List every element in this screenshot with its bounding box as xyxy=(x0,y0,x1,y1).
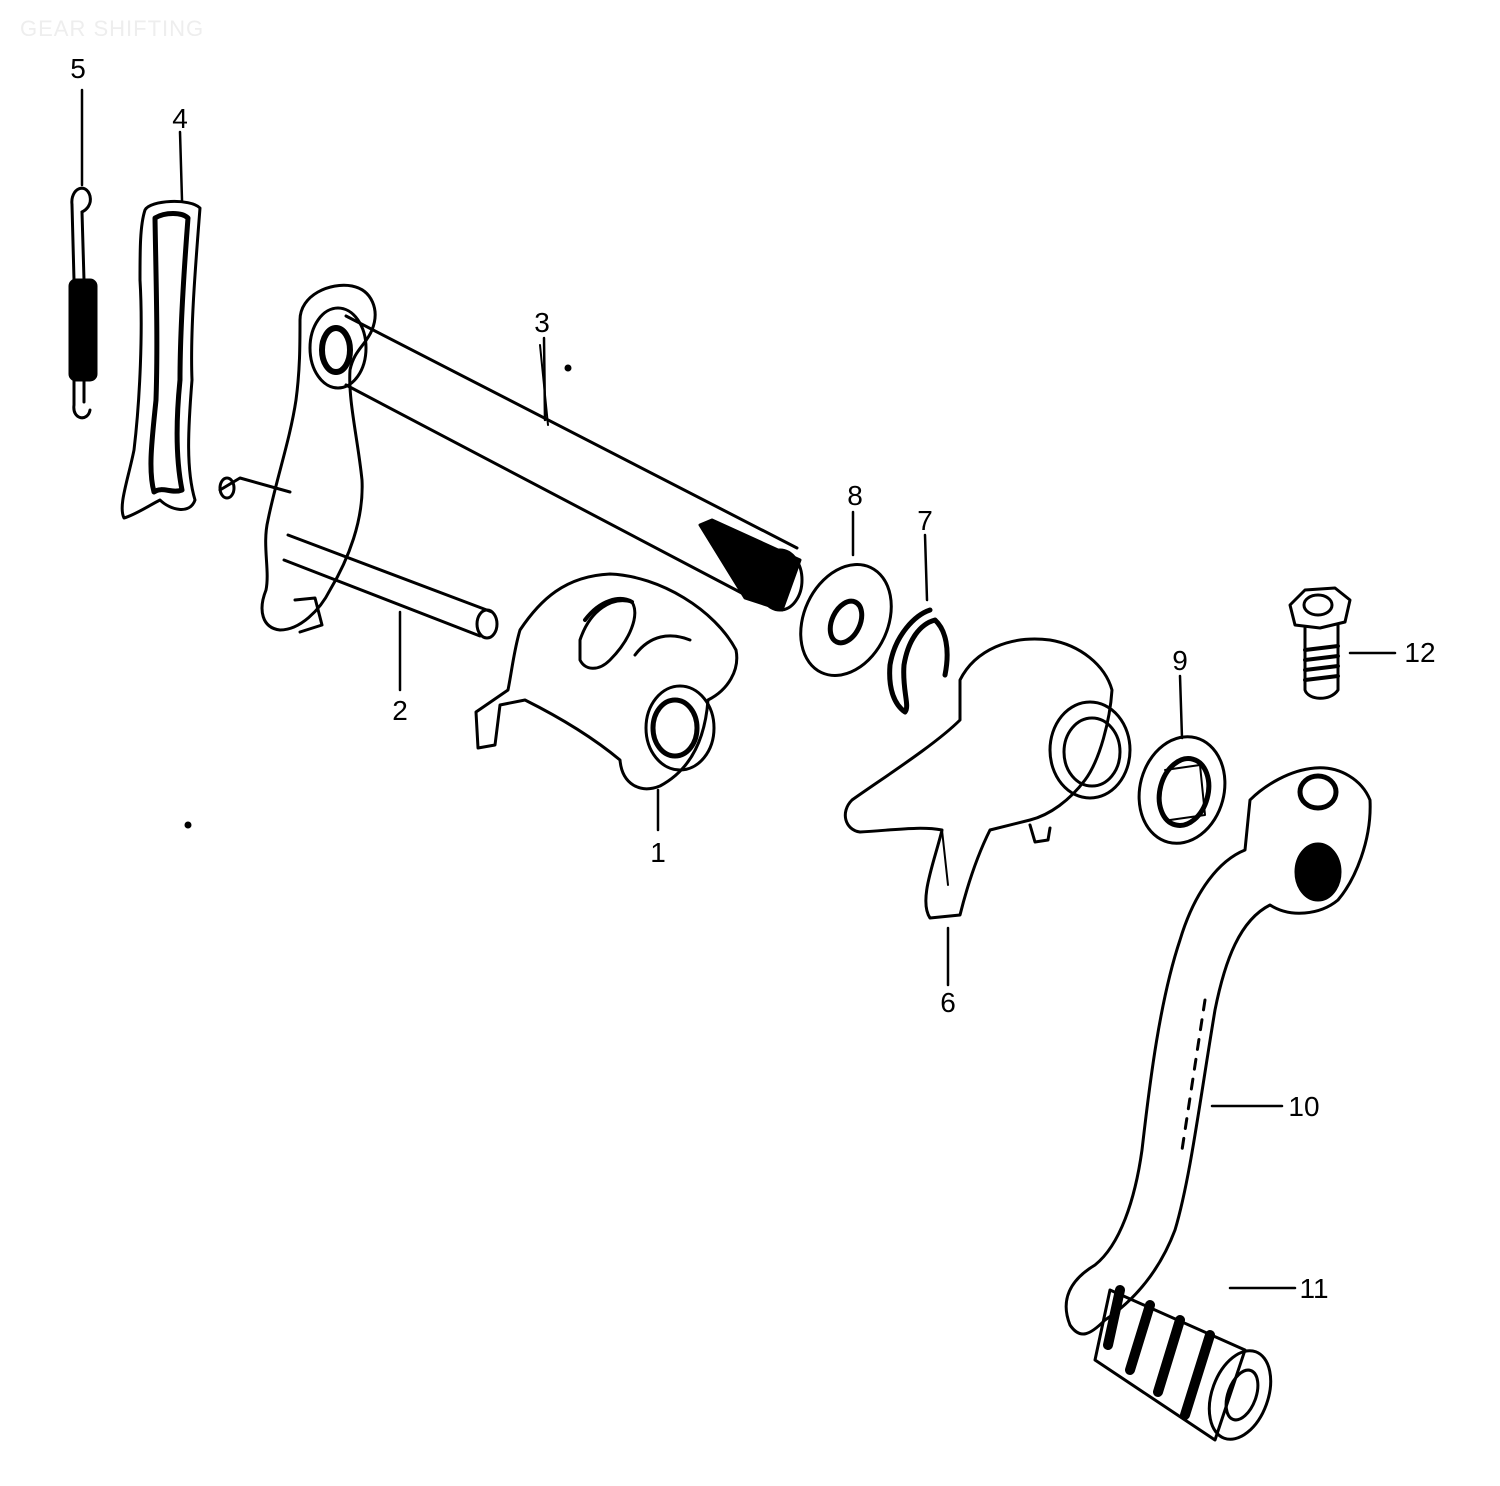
callout-5: 5 xyxy=(70,53,86,84)
callout-8: 8 xyxy=(847,480,863,511)
part-4-gasket xyxy=(120,199,202,520)
part-10-shift-pedal xyxy=(1064,766,1372,1336)
diagram-title: GEAR SHIFTING xyxy=(20,16,205,41)
callout-9: 9 xyxy=(1172,645,1188,676)
part-9-bushing xyxy=(1137,735,1227,845)
callout-7: 7 xyxy=(917,505,933,536)
part-8-washer xyxy=(799,563,893,677)
callout-4: 4 xyxy=(172,103,188,134)
leader-lines xyxy=(80,88,1397,1290)
part-11-pedal-rubber xyxy=(1093,1285,1273,1442)
callout-12: 12 xyxy=(1404,637,1435,668)
callout-6: 6 xyxy=(940,987,956,1018)
callout-2: 2 xyxy=(392,695,408,726)
part-1-shift-cam xyxy=(184,572,739,829)
callout-labels: 5 4 3 2 1 8 7 9 12 6 10 11 xyxy=(70,53,1435,1304)
part-7-circlip xyxy=(887,607,950,715)
callout-1: 1 xyxy=(650,837,666,868)
callout-10: 10 xyxy=(1288,1091,1319,1122)
part-5-spring xyxy=(68,186,98,420)
callout-3: 3 xyxy=(534,307,550,338)
part-3-shift-shaft xyxy=(218,283,804,640)
callout-11: 11 xyxy=(1299,1273,1328,1304)
part-12-bolt xyxy=(1288,586,1352,700)
part-6-shift-lever xyxy=(843,637,1132,920)
